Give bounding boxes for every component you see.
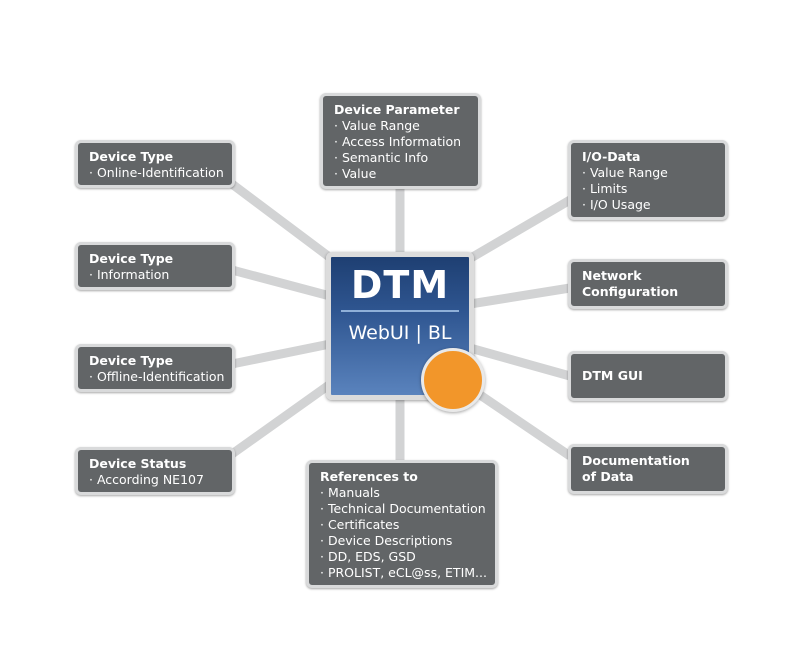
node-dtm-gui: DTM GUI [568, 351, 728, 401]
orange-circle-icon [421, 348, 485, 412]
node-title: Configuration [582, 284, 679, 299]
node-title: Device Parameter [334, 102, 460, 117]
node-item: · PROLIST, eCL@ss, ETIM... [320, 565, 487, 580]
tile-divider [341, 310, 459, 312]
node-item: · I/O Usage [582, 197, 651, 212]
node-title: References to [320, 469, 418, 484]
connector-device-status [229, 376, 339, 458]
node-item: · Certificates [320, 517, 400, 532]
node-title: Documentation [582, 453, 690, 468]
node-device-type-information: Device Type · Information [75, 242, 235, 290]
node-item: · Value Range [582, 165, 668, 180]
node-item: · Access Information [334, 134, 462, 149]
connector-io-data [461, 196, 573, 266]
node-item: · Value Range [334, 118, 420, 133]
node-device-type-online: Device Type · Online-Identification [75, 140, 235, 188]
node-title: Network [582, 268, 642, 283]
node-item: · Device Descriptions [320, 533, 453, 548]
node-item: · Value [334, 166, 377, 181]
node-documentation: Documentation of Data [568, 444, 728, 494]
node-item: · According NE107 [89, 472, 204, 487]
node-title: I/O-Data [582, 149, 641, 164]
connector-device-type-information [230, 265, 332, 301]
node-item: · DD, EDS, GSD [320, 549, 416, 564]
node-device-status: Device Status · According NE107 [75, 447, 235, 495]
dtm-title: DTM [350, 263, 450, 307]
node-network-configuration: Network Configuration [568, 259, 728, 309]
node-title: of Data [582, 469, 634, 484]
node-io-data: I/O-Data · Value Range · Limits · I/O Us… [568, 140, 728, 220]
connector-device-type-online [229, 180, 339, 266]
node-item: · Semantic Info [334, 150, 429, 165]
connector-dtm-gui [468, 343, 572, 381]
node-item: · Offline-Identification [89, 369, 225, 384]
connector-documentation [461, 380, 573, 460]
node-title: Device Type [89, 353, 174, 368]
node-title: Device Type [89, 251, 174, 266]
connector-network-configuration [469, 283, 571, 309]
node-item: · Online-Identification [89, 165, 224, 180]
node-item: · Technical Documentation [320, 501, 486, 516]
node-device-type-offline: Device Type · Offline-Identification [75, 344, 235, 392]
node-title: Device Type [89, 149, 174, 164]
connector-device-type-offline [231, 339, 331, 369]
node-device-parameter: Device Parameter · Value Range · Access … [320, 93, 481, 189]
node-item: · Manuals [320, 485, 380, 500]
node-title: DTM GUI [582, 368, 643, 383]
node-item: · Information [89, 267, 170, 282]
dtm-subtitle: WebUI | BL [348, 322, 452, 344]
node-item: · Limits [582, 181, 628, 196]
node-references: References to · Manuals · Technical Docu… [306, 460, 498, 588]
node-title: Device Status [89, 456, 187, 471]
